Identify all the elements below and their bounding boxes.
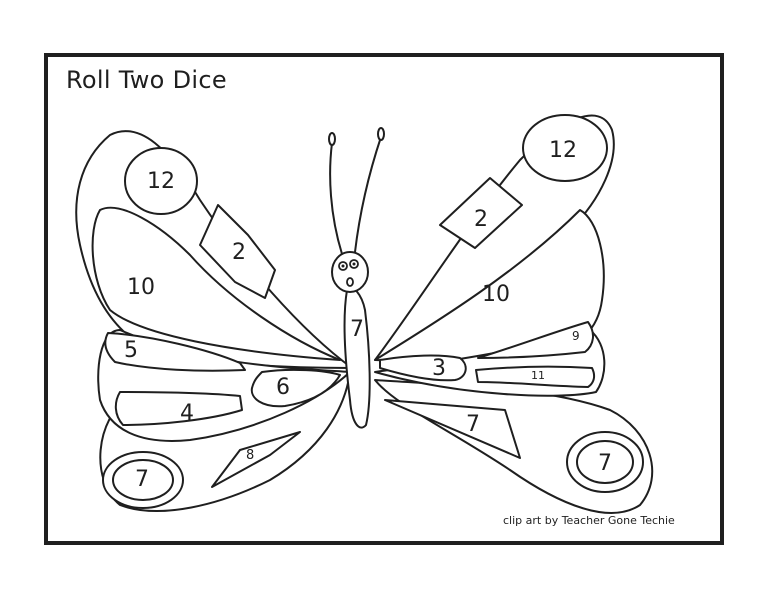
- number-left-upper-band: 10: [127, 275, 155, 300]
- left-lower-oval-inner: [112, 459, 174, 501]
- number-right-mid-upper: 9: [572, 329, 580, 343]
- number-body: 7: [350, 317, 364, 342]
- number-left-mid-lower: 4: [180, 401, 194, 426]
- left-upper-band: [91, 206, 341, 361]
- left-mid-lower-band: [114, 391, 243, 426]
- number-left-mid-upper: 5: [124, 338, 138, 363]
- number-right-mid-lower: 11: [531, 369, 545, 382]
- butterfly-body: [343, 286, 371, 429]
- number-right-upper-band: 10: [482, 282, 510, 307]
- right-lower-triangle: [384, 399, 521, 459]
- number-right-inner-oval: 3: [432, 356, 446, 381]
- number-left-inner-oval: 6: [276, 375, 290, 400]
- number-left-top-oval: 12: [147, 169, 175, 194]
- number-left-lower-oval: 7: [135, 467, 149, 492]
- number-left-top-diamond: 2: [232, 240, 246, 265]
- right-antenna: [354, 136, 382, 253]
- right-top-oval: [522, 114, 608, 182]
- number-right-top-oval: 12: [549, 138, 577, 163]
- number-left-lower-tri: 8: [246, 448, 254, 463]
- right-mid-upper-band: [477, 321, 594, 359]
- number-right-top-diamond: 2: [474, 207, 488, 232]
- number-right-lower-tri: 7: [466, 412, 480, 437]
- mouth-icon: [346, 277, 354, 287]
- worksheet-title: Roll Two Dice: [66, 66, 227, 94]
- right-inner-oval: [379, 354, 467, 382]
- left-top-diamond: [199, 204, 276, 299]
- right-antenna-tip: [377, 127, 385, 141]
- left-inner-oval: [250, 368, 341, 408]
- left-lower-triangle: [211, 431, 301, 488]
- right-lower-oval-inner: [576, 440, 634, 484]
- right-top-diamond: [439, 177, 523, 249]
- credit-text: clip art by Teacher Gone Techie: [503, 514, 675, 527]
- number-right-lower-oval: 7: [598, 451, 612, 476]
- left-mid-upper-band: [104, 332, 246, 372]
- left-top-oval: [124, 147, 198, 215]
- left-antenna-tip: [328, 132, 336, 146]
- right-mid-lower-band: [475, 365, 596, 388]
- left-antenna: [329, 142, 343, 255]
- worksheet-border: [44, 53, 724, 545]
